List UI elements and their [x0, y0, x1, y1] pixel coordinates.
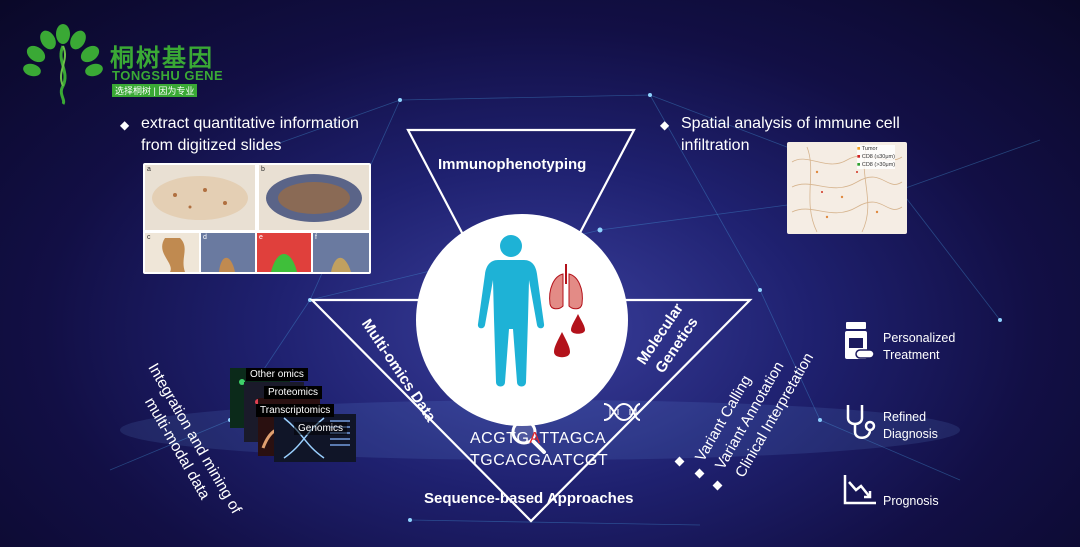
magnifier-icon [511, 419, 546, 454]
dna-helix-icon [603, 402, 641, 422]
slide-panel-f: f [313, 233, 369, 272]
logo-name-cn: 桐树基因 [110, 45, 214, 72]
slide-panel-e: e [257, 233, 311, 272]
left-bullet-text: extract quantitative information from di… [141, 115, 359, 154]
slide-panel-a: a [145, 165, 255, 230]
omics-stack: Other omics Proteomics Transcriptomics G… [230, 364, 360, 464]
lungs-icon [549, 264, 583, 310]
outcome-prognosis: Prognosis [883, 494, 939, 508]
decline-chart-icon [843, 475, 876, 505]
central-circle [416, 214, 628, 426]
omics-label-transcriptomics: Transcriptomics [256, 404, 335, 417]
outcome-refined-diagnosis: Refined Diagnosis [883, 410, 938, 441]
dna-sequence-bottom: TGCACGAATCGT [470, 452, 609, 469]
omics-label-proteomics: Proteomics [264, 386, 323, 399]
human-body-icon [477, 235, 545, 387]
stethoscope-icon [846, 405, 876, 439]
tree-logo-icon [23, 24, 103, 105]
digitized-slides-figure: a b c d e f [143, 163, 371, 274]
outcome-personalized-treatment: Personalized Treatment [883, 331, 956, 362]
slide-panel-c: c [145, 233, 199, 272]
slide-panel-d: d [201, 233, 255, 272]
label-immunophenotyping: Immunophenotyping [438, 156, 587, 173]
omics-label-genomics: Genomics [294, 422, 348, 435]
pill-bottle-icon [845, 322, 875, 359]
spatial-analysis-figure: ■ Tumor ■ CD8 (≤30μm) ■ CD8 (>30μm) [787, 142, 907, 234]
logo-name-en: TONGSHU GENE [112, 68, 224, 83]
slide-panel-b: b [259, 165, 369, 230]
logo-slogan: 选择桐树 | 因为专业 [112, 84, 198, 97]
dna-sequence-top: ACGTGATTAGCA [470, 430, 607, 447]
blood-drops-icon [554, 314, 585, 358]
omics-label-other: Other omics [246, 368, 308, 381]
bullet-diamond-icon: ◆ [660, 118, 670, 132]
right-bullet-text: Spatial analysis of immune cell infiltra… [681, 115, 900, 154]
bullet-diamond-icon: ◆ [120, 118, 130, 132]
company-logo: 桐树基因 TONGSHU GENE 选择桐树 | 因为专业 [18, 16, 238, 106]
label-sequence-based: Sequence-based Approaches [424, 490, 634, 507]
spatial-legend: ■ Tumor ■ CD8 (≤30μm) ■ CD8 (>30μm) [857, 145, 896, 169]
